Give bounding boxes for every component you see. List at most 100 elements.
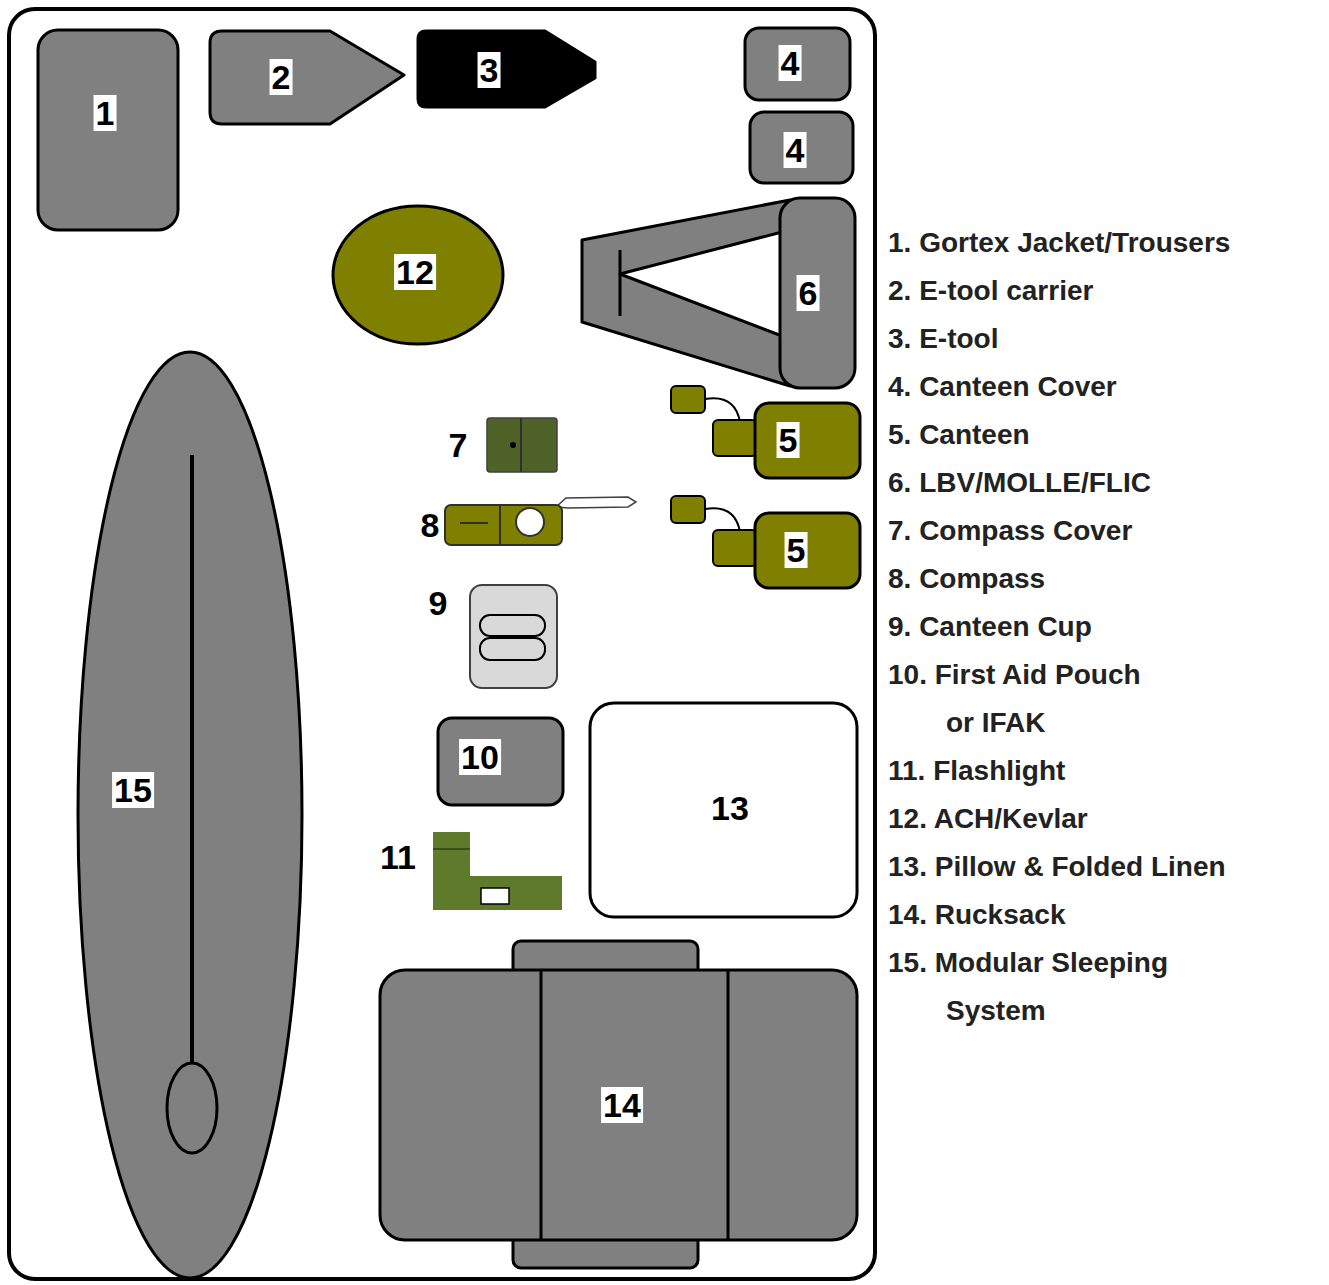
callout-number: 12 [394,254,436,290]
item-shape [74,348,308,1282]
shape-part [499,505,501,545]
callout-number: 3 [478,52,501,88]
key-text: 11. Flashlight [888,747,1324,795]
item-shape-group [590,703,857,917]
key-text: 15. Modular Sleeping System [888,939,1183,1035]
callout-number: 2 [270,59,293,95]
item-shape [415,493,639,549]
shape-part [727,970,730,1240]
item-shape-group [380,941,857,1268]
bunk-outline-rect [9,9,875,1279]
key-text: 7. Compass Cover [888,507,1324,555]
key-text: 10. First Aid Pouch or IFAK [888,651,1173,747]
shape-part [438,718,563,805]
shape-part [713,420,757,456]
shape-part [713,530,757,566]
callout-number: 4 [784,132,807,168]
callout-number: 5 [785,532,808,568]
equipment-item: 1 [36,28,180,232]
callout-number: 7 [447,427,470,463]
shape-part [620,232,782,336]
key-text: 6. LBV/MOLLE/FLIC [888,459,1324,507]
shape-part [433,848,470,850]
shape-part [210,31,404,124]
item-shape [668,491,865,591]
shape-part [470,585,557,688]
callout-number: 15 [112,772,154,808]
callout-number: 13 [709,790,751,826]
equipment-item: 2 [207,28,409,128]
item-shape-group [445,497,636,545]
callout-number: 4 [779,45,802,81]
key-list: 1. Gortex Jacket/Trousers2. E-tool carri… [888,219,1324,1035]
shape-part [619,250,622,316]
item-shape [668,383,863,481]
equipment-item: 5 [668,383,863,481]
equipment-item: 15 [74,348,308,1282]
shape-part [755,513,860,588]
shape-part [167,1063,217,1153]
shape-part [556,497,636,508]
shape-part [380,970,857,1240]
key-text: 5. Canteen [888,411,1324,459]
equipment-item: 5 [668,491,865,591]
item-shape [415,28,598,111]
key-text: 13. Pillow & Folded Linen [888,843,1324,891]
shape-part [671,496,705,523]
shape-part [190,455,194,1064]
shape-part [671,386,705,413]
shape-part [481,888,509,904]
item-shape-group [487,418,557,472]
shape-part [418,31,595,107]
shape-part [520,418,522,472]
item-shape-group [745,28,850,100]
item-shape-group [671,386,860,478]
item-shape-group [38,30,178,230]
callout-number: 6 [797,275,820,311]
key-text: 8. Compass [888,555,1324,603]
equipment-item: 8 [415,493,639,549]
equipment-item: 12 [330,203,506,348]
key-text: 4. Canteen Cover [888,363,1324,411]
item-shape [207,28,409,128]
shape-part [510,442,516,448]
shape-part [445,505,562,545]
item-shape-group [333,206,503,344]
shape-part [590,703,857,917]
shape-part [780,198,855,388]
key-text: 1. Gortex Jacket/Trousers [888,219,1324,267]
shape-part [38,30,178,230]
callout-number: 10 [459,739,501,775]
equipment-item: 10 [435,715,566,808]
item-shape-group [470,585,557,688]
callout-number: 9 [427,585,450,621]
equipment-item: 4 [743,26,853,103]
item-shape-group [418,31,595,107]
shape-part [745,28,850,100]
key-text: 14. Rucksack [888,891,1324,939]
shape-part [705,398,740,422]
shape-part [480,638,545,660]
shape-part [487,418,557,472]
shape-part [750,112,853,183]
key-text: 2. E-tool carrier [888,267,1324,315]
shape-part [755,403,860,478]
item-shape-group [671,496,860,588]
callout-number: 1 [94,95,117,131]
callout-number: 11 [378,839,418,875]
shape-part [333,206,503,344]
shape-part [433,832,562,910]
key-text: 12. ACH/Kevlar [888,795,1324,843]
equipment-item: 9 [420,580,560,692]
item-shape-group [438,718,563,805]
equipment-item: 13 [587,700,860,920]
item-shape-group [210,31,404,124]
shape-part [582,200,790,386]
key-text: 9. Canteen Cup [888,603,1324,651]
callout-number: 8 [419,507,442,543]
item-shape-group [750,112,853,183]
equipment-item: 14 [377,937,860,1271]
shape-part [540,970,543,1240]
equipment-item: 7 [440,414,562,476]
